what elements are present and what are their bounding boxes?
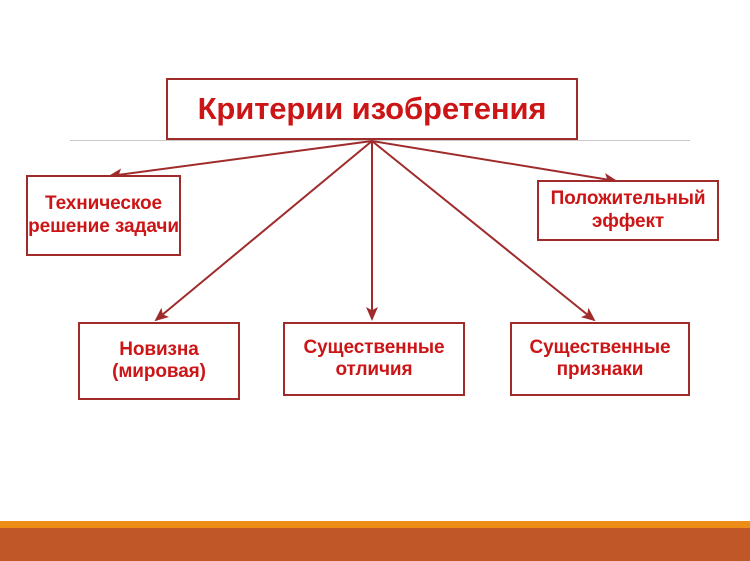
node-technical-solution: Техническое решение задачи (26, 175, 181, 256)
node-label-novelty: Новизна (мировая) (112, 338, 206, 382)
connector-title-to-positive (371, 140, 618, 185)
horizontal-divider-rule (70, 140, 690, 141)
footer-band (0, 528, 750, 561)
node-label-features: Существенные признаки (529, 336, 671, 380)
node-label-title: Критерии изобретения (197, 90, 547, 126)
connector-title-to-technical (108, 140, 373, 181)
node-criteria-title: Критерии изобретения (166, 78, 578, 140)
node-novelty: Новизна (мировая) (78, 322, 240, 400)
node-positive-effect: Положительный эффект (537, 180, 719, 241)
footer-accent-stripe (0, 521, 750, 528)
connector-title-to-novelty (154, 140, 373, 322)
node-label-technical: Техническое решение задачи (28, 193, 179, 237)
node-label-positive: Положительный эффект (550, 188, 706, 232)
node-label-differences: Существенные отличия (303, 336, 445, 380)
node-essential-features: Существенные признаки (510, 322, 690, 396)
node-essential-differences: Существенные отличия (283, 322, 465, 396)
